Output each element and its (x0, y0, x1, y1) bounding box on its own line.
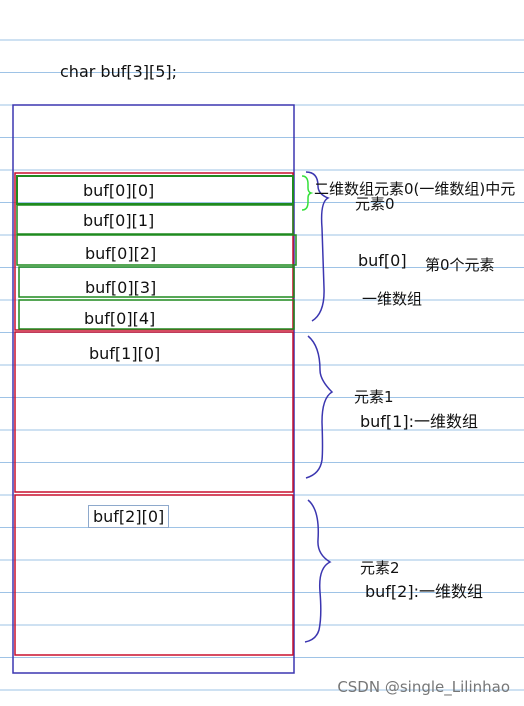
cell-label-3: buf[0][3] (85, 278, 157, 297)
annotation-buf2: buf[2]:一维数组 (365, 582, 483, 601)
cell-box-1 (16, 204, 294, 235)
block1-label: buf[1][0] (89, 344, 161, 363)
cell-label-2: buf[0][2] (85, 244, 157, 263)
cell-box-0 (16, 175, 294, 205)
cell-box-3 (18, 266, 295, 298)
brace-buf0 (305, 171, 330, 322)
annotation-buf0: buf[0] (358, 251, 407, 270)
ruled-lines (0, 39, 524, 691)
cell-label-4: buf[0][4] (84, 309, 156, 328)
block-buf0 (14, 172, 294, 331)
annotation-element1: 元素1 (354, 388, 394, 406)
cell-label-0: buf[0][0] (83, 181, 155, 200)
block-buf1 (14, 331, 294, 493)
annotation-element0th: 第0个元素 (425, 256, 495, 274)
block-buf2 (14, 494, 294, 656)
brace-buf1 (305, 335, 334, 479)
cell-box-2 (16, 234, 297, 266)
brace-buf2 (304, 499, 332, 643)
declaration-text: char buf[3][5]; (60, 62, 178, 81)
block2-label: buf[2][0] (88, 505, 170, 528)
annotation-element0-line2: 元素0 (355, 195, 395, 213)
watermark: CSDN @single_Lilinhao (337, 678, 510, 696)
annotation-element0-line1: 二维数组元素0(一维数组)中元 (314, 180, 516, 198)
outer-memory-box (12, 104, 295, 674)
annotation-one-dim: 一维数组 (362, 290, 423, 308)
cell-box-4 (18, 299, 295, 330)
annotation-element2: 元素2 (360, 559, 400, 577)
cell-label-1: buf[0][1] (83, 211, 155, 230)
green-brace (301, 175, 314, 211)
annotation-buf1: buf[1]:一维数组 (360, 412, 478, 431)
